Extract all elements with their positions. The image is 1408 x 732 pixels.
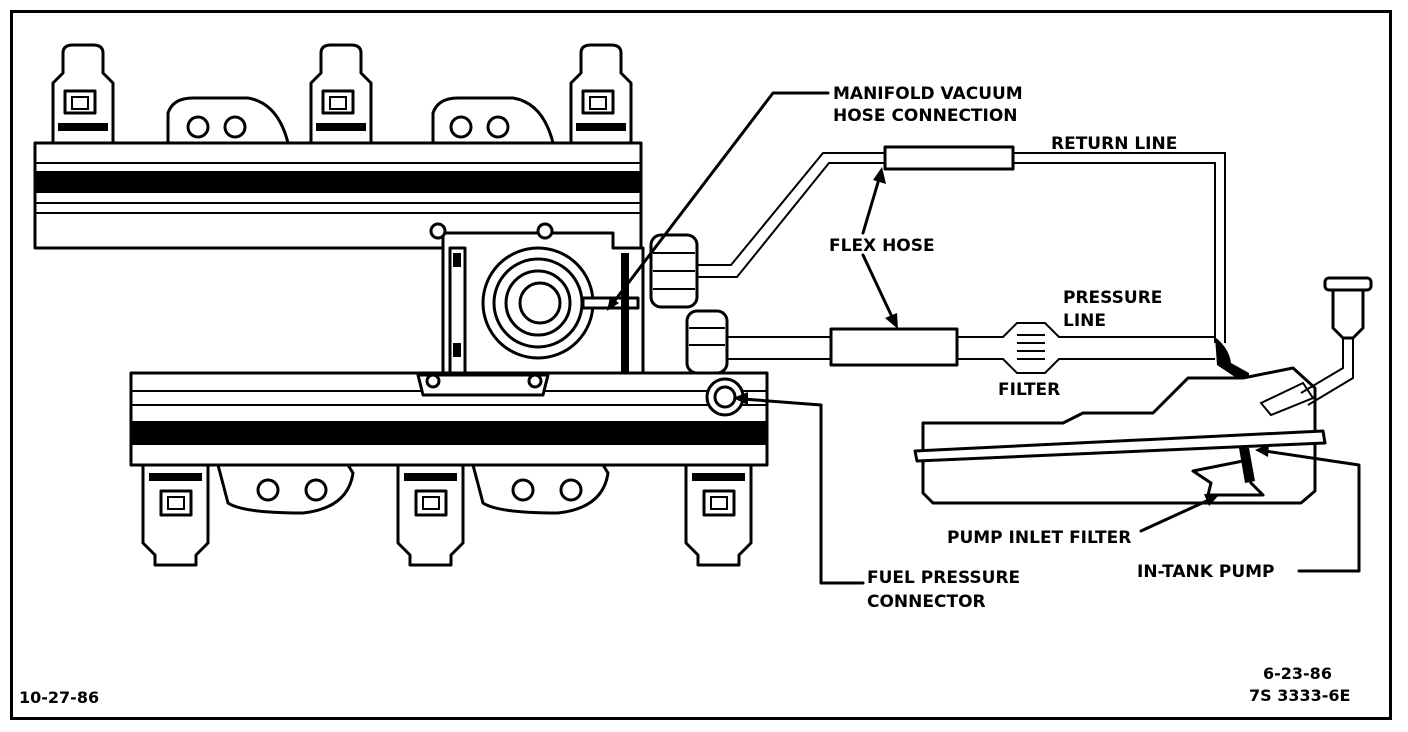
tank-baffle [913,429,1327,463]
label-filter: FILTER [998,380,1060,400]
upper-injector-1 [51,43,115,145]
lower-fuel-rail [129,371,769,567]
label-pressure-2: LINE [1063,311,1106,331]
pressure-line [727,322,1249,443]
label-flex-hose: FLEX HOSE [829,236,935,256]
upper-fuel-rail [33,43,643,250]
pressure-regulator [429,222,729,380]
leader-lines [607,91,1361,585]
lower-injector-1 [141,463,210,567]
diagram-frame: MANIFOLD VACUUM HOSE CONNECTION RETURN L… [10,10,1392,720]
label-pressure-1: PRESSURE [1063,288,1162,308]
label-manifold-vacuum-2: HOSE CONNECTION [833,106,1018,126]
label-return-line: RETURN LINE [1051,134,1177,154]
label-in-tank-pump: IN-TANK PUMP [1137,562,1275,582]
in-tank-pump [1191,448,1265,497]
lower-bracket-2 [471,463,610,515]
lower-injector-2 [396,463,465,567]
fuel-filter [1017,334,1045,360]
filler-neck [1300,276,1373,406]
pressure-flex-hose [829,327,959,367]
label-manifold-vacuum-1: MANIFOLD VACUUM [833,84,1023,104]
return-flex-hose [883,145,1015,171]
footer-figure-code: 7S 3333-6E [1249,686,1350,705]
fuel-tank [913,276,1373,505]
return-line [697,145,1226,343]
label-fuel-pressure-2: CONNECTOR [867,592,986,612]
lower-injector-3 [684,463,753,567]
upper-injector-2 [309,43,373,145]
footer-date-left: 10-27-86 [19,688,99,707]
lower-bracket-1 [216,463,355,515]
fuel-system-diagram: MANIFOLD VACUUM HOSE CONNECTION RETURN L… [19,43,1373,707]
footer-date-right: 6-23-86 [1263,664,1332,683]
label-fuel-pressure-1: FUEL PRESSURE [867,568,1020,588]
upper-injector-3 [569,43,633,145]
label-pump-inlet-filter: PUMP INLET FILTER [947,528,1131,548]
